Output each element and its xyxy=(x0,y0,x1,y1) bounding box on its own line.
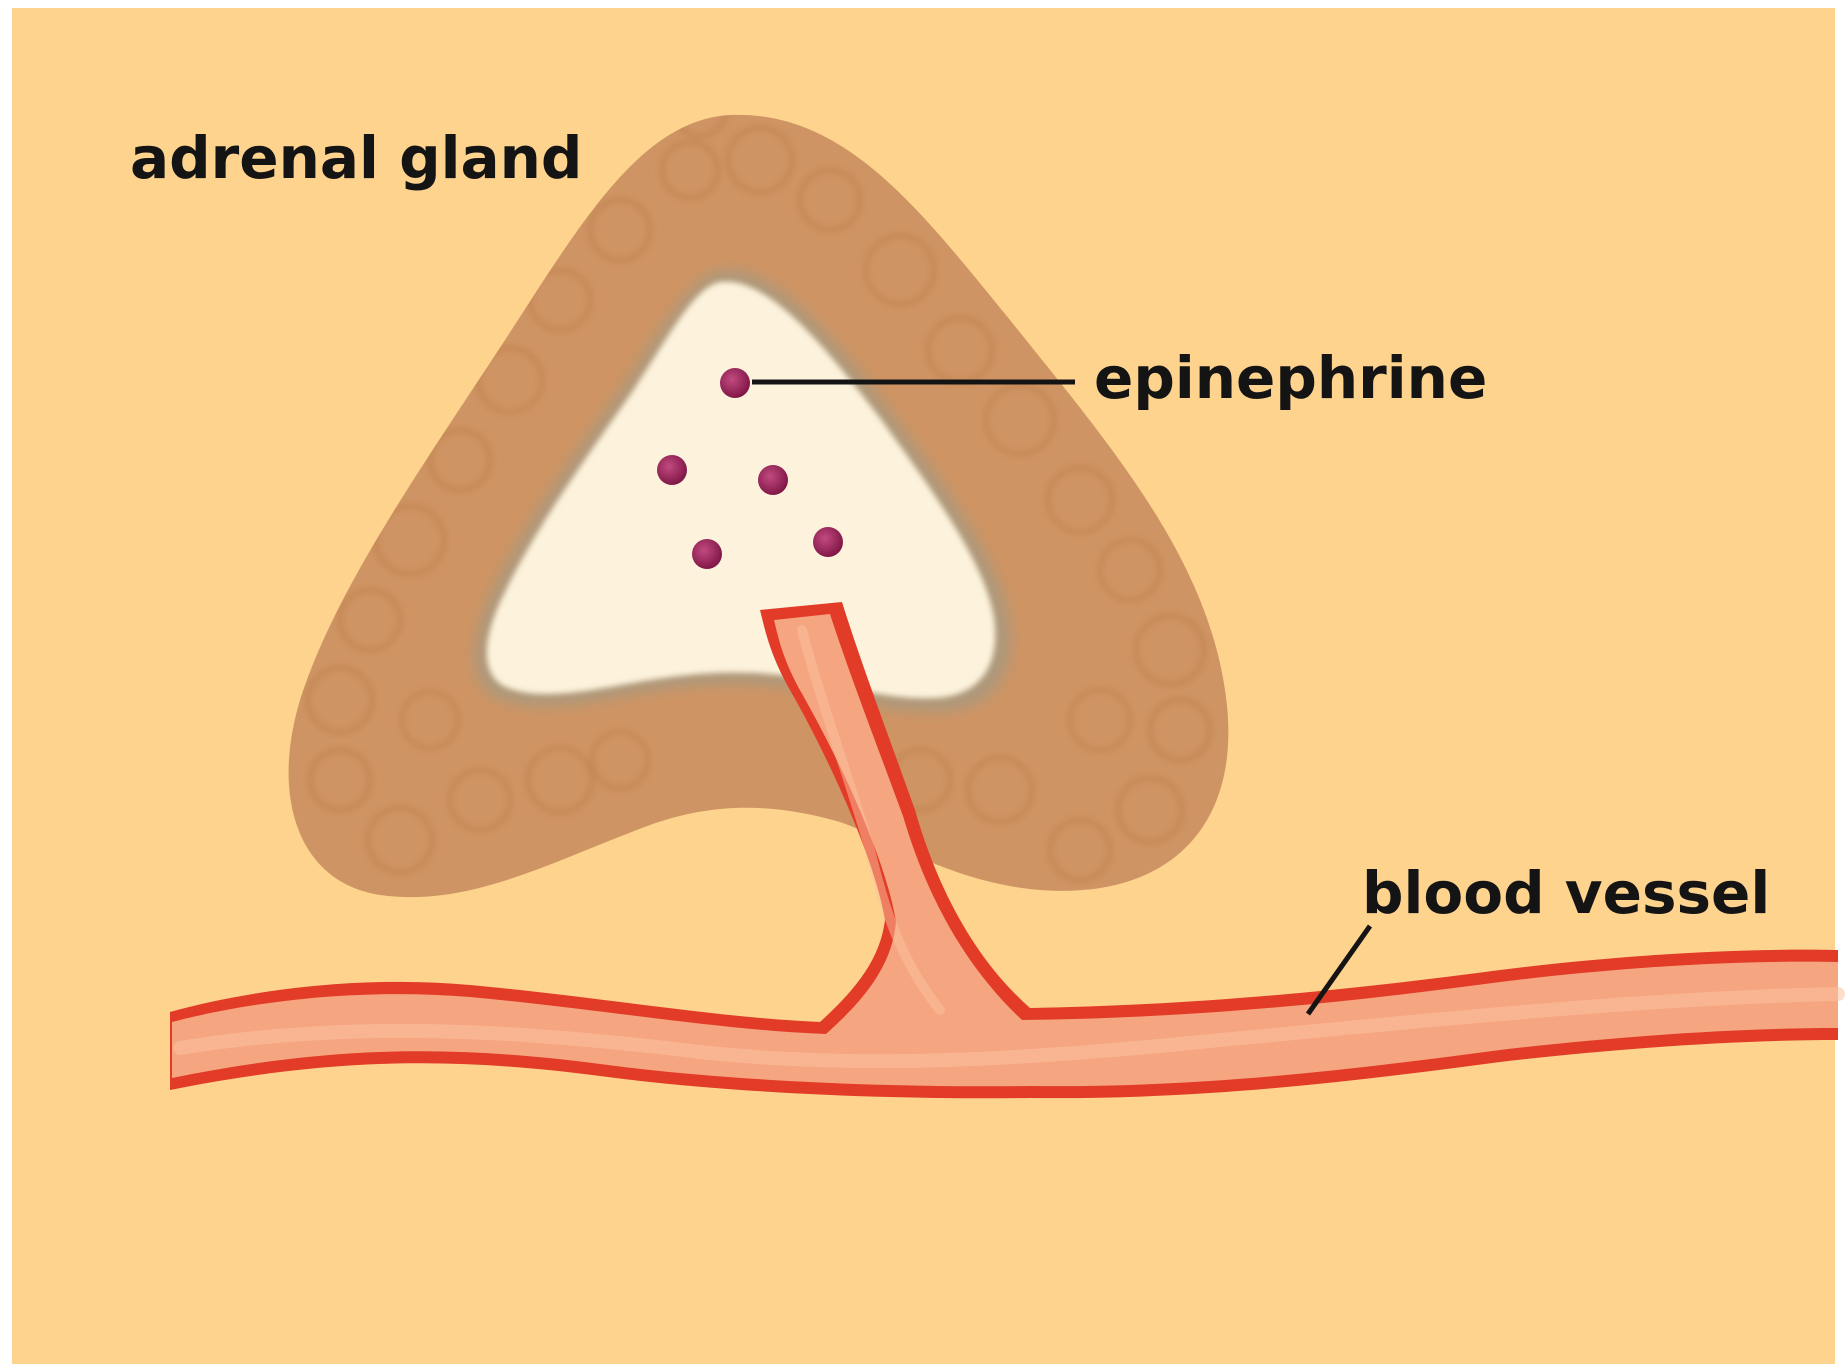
epinephrine-dot xyxy=(813,527,843,557)
epinephrine-label: epinephrine xyxy=(1094,344,1487,412)
epinephrine-dot xyxy=(720,368,750,398)
blood-vessel-label: blood vessel xyxy=(1362,859,1770,927)
epinephrine-dot xyxy=(692,539,722,569)
epinephrine-dot xyxy=(758,465,788,495)
epinephrine-dot xyxy=(657,455,687,485)
adrenal-gland-label: adrenal gland xyxy=(130,124,582,192)
